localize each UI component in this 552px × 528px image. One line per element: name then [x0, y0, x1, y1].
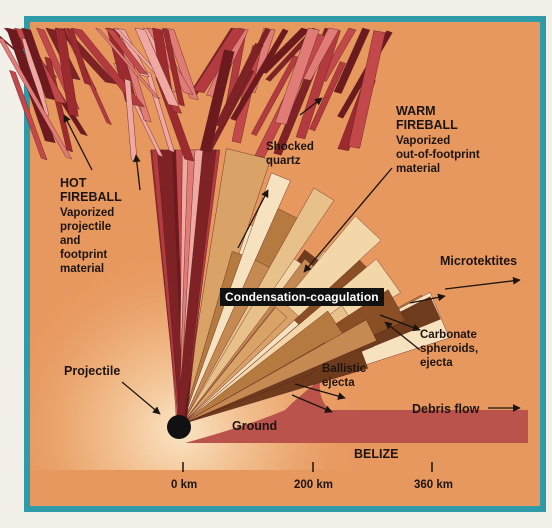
hot-fireball-arrow-2	[136, 155, 140, 190]
microtektites-label: Microtektites	[440, 254, 517, 268]
shocked-quartz-label: Shocked quartz	[266, 140, 314, 168]
microtektites-arrow	[445, 280, 520, 289]
projectile-body	[167, 415, 191, 439]
warm-fireball-title: WARM FIREBALL	[396, 104, 458, 132]
condensation-coagulation-label: Condensation-coagulation	[220, 288, 384, 306]
ground-label: Ground	[232, 419, 277, 433]
hot-fireball-title: HOT FIREBALL	[60, 176, 122, 204]
warm-fireball-plume	[182, 149, 449, 424]
projectile-label: Projectile	[64, 364, 120, 378]
scale-label-360: 360 km	[414, 478, 453, 492]
scale-label-200: 200 km	[294, 478, 333, 492]
carbonate-label: Carbonate spheroids, ejecta	[420, 328, 478, 370]
scale-label-0: 0 km	[171, 478, 197, 492]
warm-fireball-description: Vaporized out-of-footprint material	[396, 134, 480, 176]
ballistic-ejecta-label: Ballistic ejecta	[322, 362, 366, 390]
hot-fireball-description: Vaporized projectile and footprint mater…	[60, 206, 114, 276]
belize-label: BELIZE	[354, 447, 398, 461]
debris-flow-label: Debris flow	[412, 402, 479, 416]
